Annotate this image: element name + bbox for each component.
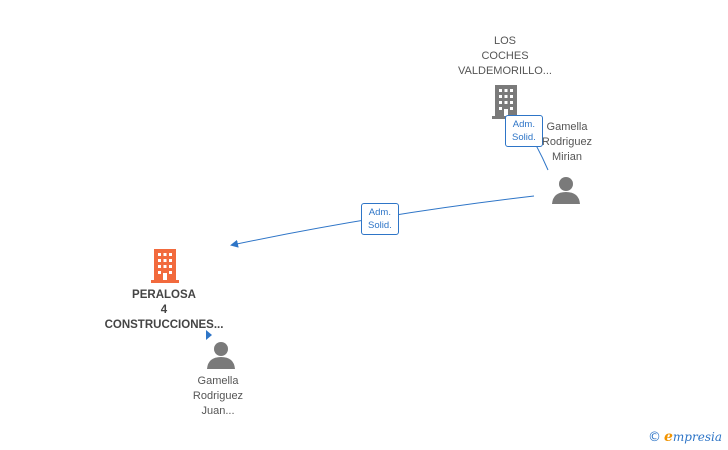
company-label-los-coches[interactable]: LOS COCHES VALDEMORILLO... [455,34,555,79]
juan-arrow-marker [206,330,212,340]
peralosa-line-2: 4 [160,304,168,316]
mirian-line-2: Rodriguez [541,136,593,148]
person-label-mirian[interactable]: Gamella Rodriguez Mirian [532,120,602,165]
edge-label-line-1: Adm. [368,207,391,218]
copyright-symbol: © [648,430,661,445]
brand-name: mpresia [672,430,722,444]
los-coches-line-1: LOS [493,35,516,47]
edge-label-line-1: Adm. [512,119,535,130]
juan-line-3: Juan... [201,405,235,417]
company-label-peralosa[interactable]: PERALOSA 4 CONSTRUCCIONES... [90,288,238,333]
person-icon[interactable] [551,175,581,205]
juan-line-1: Gamella [197,375,239,387]
empresia-watermark[interactable]: ©empresia [648,429,722,445]
edge-label-adm-solid-peralosa[interactable]: Adm. Solid. [361,203,399,235]
mirian-line-1: Gamella [546,121,588,133]
brand-initial: e [664,429,673,445]
los-coches-line-2: COCHES [481,50,529,62]
edge-label-adm-solid-los-coches[interactable]: Adm. Solid. [505,115,543,147]
peralosa-line-3: CONSTRUCCIONES... [104,319,224,331]
building-icon-highlighted[interactable] [150,248,180,284]
peralosa-line-1: PERALOSA [132,289,196,301]
los-coches-line-3: VALDEMORILLO... [458,65,552,77]
person-icon[interactable] [206,340,236,370]
mirian-line-3: Mirian [552,151,582,163]
edge-label-line-2: Solid. [512,132,536,143]
edge-label-line-2: Solid. [368,220,392,231]
juan-line-2: Rodriguez [192,390,244,402]
person-label-juan[interactable]: Gamella Rodriguez Juan... [183,374,253,419]
